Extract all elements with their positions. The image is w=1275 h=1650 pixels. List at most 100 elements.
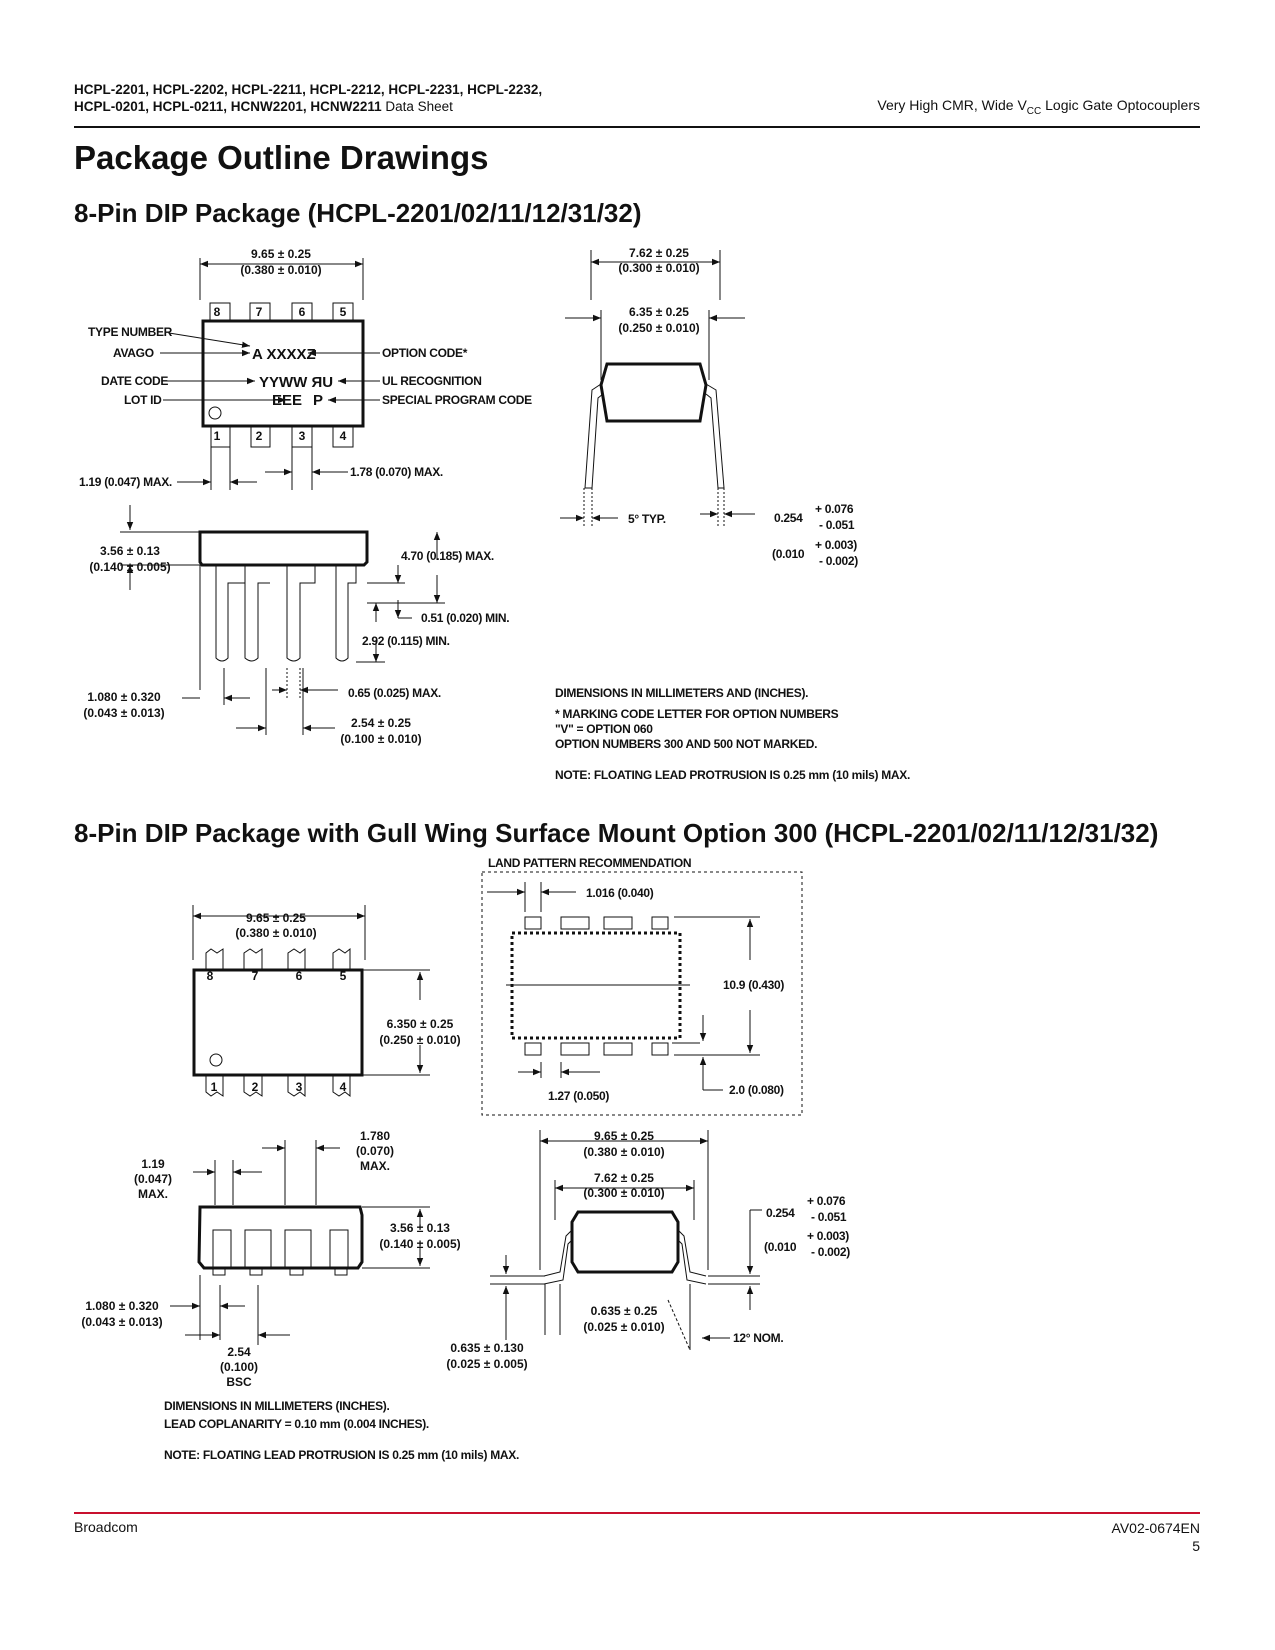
footer-company: Broadcom — [74, 1519, 138, 1535]
dim-leadw-mm: 1.080 ± 0.320 — [87, 690, 161, 704]
gw-standoff-mm: 0.635 ± 0.130 — [450, 1341, 524, 1355]
header-line2-suffix: Data Sheet — [381, 99, 453, 114]
page-title: Package Outline Drawings — [74, 139, 489, 176]
header-rule — [74, 126, 1200, 128]
section2-heading: 8-Pin DIP Package with Gull Wing Surface… — [74, 818, 1159, 848]
note1-2: * MARKING CODE LETTER FOR OPTION NUMBERS — [555, 707, 839, 721]
header-line2-parts: HCPL-0201, HCPL-0211, HCNW2201, HCNW2211 — [74, 99, 382, 114]
dim-lead-length: 2.92 (0.115) MIN. — [362, 634, 450, 648]
dim-height-mm: 3.56 ± 0.13 — [100, 544, 160, 558]
label-option-code: OPTION CODE* — [382, 346, 468, 360]
dim-body-in: (0.250 ± 0.010) — [618, 321, 699, 335]
gw-lw-a: 1.19 — [141, 1157, 165, 1171]
marking-line3b: P — [313, 392, 323, 409]
gw-standoff-in: (0.025 ± 0.005) — [446, 1357, 527, 1371]
dim-lead-max: 1.19 (0.047) MAX. — [79, 475, 172, 489]
label-lot-id: LOT ID — [124, 393, 162, 407]
label-date-code: DATE CODE — [101, 374, 168, 388]
dim-angle: 5° TYP. — [628, 512, 666, 526]
land-span: 10.9 (0.430) — [723, 978, 784, 992]
label-avago: AVAGO — [113, 346, 154, 360]
gw-pin-7: 7 — [252, 969, 259, 983]
dim-thick: 0.254 — [774, 511, 803, 525]
gw-row-mm: 7.62 ± 0.25 — [594, 1171, 654, 1185]
footer-page-number: 5 — [1192, 1538, 1200, 1554]
gw-row-in: (0.300 ± 0.010) — [583, 1186, 664, 1200]
section1-heading: 8-Pin DIP Package (HCPL-2201/02/11/12/31… — [74, 198, 642, 228]
pin-7: 7 — [256, 305, 263, 319]
note1-1: DIMENSIONS IN MILLIMETERS AND (INCHES). — [555, 686, 808, 700]
note2-3: NOTE: FLOATING LEAD PROTRUSION IS 0.25 m… — [164, 1448, 519, 1462]
dim-lead-tip: 0.65 (0.025) MAX. — [348, 686, 441, 700]
dim-thick-plus: + 0.076 — [815, 502, 854, 516]
gw-pitch-b: (0.100) — [220, 1360, 258, 1374]
marking-line1: A XXXXZ — [252, 346, 316, 363]
gw-thick-minus: - 0.051 — [811, 1210, 847, 1224]
gw-pitch-a: 2.54 — [227, 1345, 251, 1359]
gw-height-in: (0.140 ± 0.005) — [379, 1237, 460, 1251]
dim-body-mm: 6.35 ± 0.25 — [629, 305, 689, 319]
land-pattern — [481, 871, 803, 1116]
dim-height-in: (0.140 ± 0.005) — [89, 560, 170, 574]
gw-thick: 0.254 — [766, 1206, 795, 1220]
note1-5: NOTE: FLOATING LEAD PROTRUSION IS 0.25 m… — [555, 768, 910, 782]
note1-4: OPTION NUMBERS 300 AND 500 NOT MARKED. — [555, 737, 817, 751]
dim-thick-minus: - 0.051 — [819, 518, 855, 532]
header-line1: HCPL-2201, HCPL-2202, HCPL-2211, HCPL-22… — [74, 82, 543, 97]
gw-width-mm: 9.65 ± 0.25 — [246, 911, 306, 925]
marking-line3a: EEE — [272, 392, 302, 409]
dim-width-in: (0.380 ± 0.010) — [240, 263, 321, 277]
land-pad-length: 2.0 (0.080) — [729, 1083, 784, 1097]
header-product-title: Very High CMR, Wide VCC Logic Gate Optoc… — [877, 97, 1200, 117]
gullwing-side-view — [170, 1140, 430, 1345]
gw-body-mm: 6.350 ± 0.25 — [387, 1017, 454, 1031]
gullwing-top-view — [192, 905, 430, 1098]
land-title: LAND PATTERN RECOMMENDATION — [488, 856, 691, 870]
gw-thick-in: (0.010 — [764, 1240, 797, 1254]
gw-foot-in: (0.025 ± 0.010) — [583, 1320, 664, 1334]
gw-lw-c: MAX. — [138, 1187, 168, 1201]
gw-pin-5: 5 — [340, 969, 347, 983]
gullwing-end-view — [490, 1130, 762, 1351]
dim-lead-max2: 1.78 (0.070) MAX. — [350, 465, 443, 479]
pin-4: 4 — [340, 429, 347, 443]
note2-2: LEAD COPLANARITY = 0.10 mm (0.004 INCHES… — [164, 1417, 429, 1431]
gw-foot-mm: 0.635 ± 0.25 — [591, 1304, 658, 1318]
pin-1: 1 — [214, 429, 221, 443]
gw-pin-4: 4 — [340, 1080, 347, 1094]
dim-leadw-in: (0.043 ± 0.013) — [83, 706, 164, 720]
note1-3: "V" = OPTION 060 — [555, 722, 653, 736]
gw-lead-b: (0.070) — [356, 1144, 394, 1158]
gw-leadw-mm: 1.080 ± 0.320 — [85, 1299, 159, 1313]
gw-pin-8: 8 — [207, 969, 214, 983]
note2-1: DIMENSIONS IN MILLIMETERS (INCHES). — [164, 1399, 390, 1413]
footer-right: AV02-0674EN 5 — [1112, 1519, 1200, 1555]
pin-5: 5 — [340, 305, 347, 319]
gw-lead-a: 1.780 — [360, 1129, 390, 1143]
pin-2: 2 — [256, 429, 263, 443]
gw-pin-2: 2 — [252, 1080, 259, 1094]
section1-labels: 9.65 ± 0.25 (0.380 ± 0.010) 8 7 6 5 1 2 … — [79, 246, 910, 782]
header-doc-title: HCPL-2201, HCPL-2202, HCPL-2211, HCPL-22… — [74, 81, 542, 115]
dim-total-height: 4.70 (0.185) MAX. — [401, 549, 494, 563]
label-ul-recognition: UL RECOGNITION — [382, 374, 482, 388]
section2-labels: LAND PATTERN RECOMMENDATION 1.016 (0.040… — [81, 856, 850, 1462]
pin-3: 3 — [299, 429, 306, 443]
label-special-program: SPECIAL PROGRAM CODE — [382, 393, 532, 407]
land-pitch: 1.27 (0.050) — [548, 1089, 609, 1103]
gw-lw-b: (0.047) — [134, 1172, 172, 1186]
gw-thick-plus: + 0.076 — [807, 1194, 846, 1208]
gw-outer-in: (0.380 ± 0.010) — [583, 1145, 664, 1159]
gw-angle: 12° NOM. — [733, 1331, 783, 1345]
dim-standoff: 0.51 (0.020) MIN. — [421, 611, 509, 625]
dip-end-view — [560, 250, 755, 528]
gw-body-in: (0.250 ± 0.010) — [379, 1033, 460, 1047]
pin-8: 8 — [214, 305, 221, 319]
dim-thick-in-plus: + 0.003) — [815, 538, 857, 552]
label-type-number: TYPE NUMBER — [88, 325, 173, 339]
gw-lead-c: MAX. — [360, 1159, 390, 1173]
dim-row-mm: 7.62 ± 0.25 — [629, 246, 689, 260]
gw-pin-3: 3 — [296, 1080, 303, 1094]
gw-pin-1: 1 — [211, 1080, 218, 1094]
